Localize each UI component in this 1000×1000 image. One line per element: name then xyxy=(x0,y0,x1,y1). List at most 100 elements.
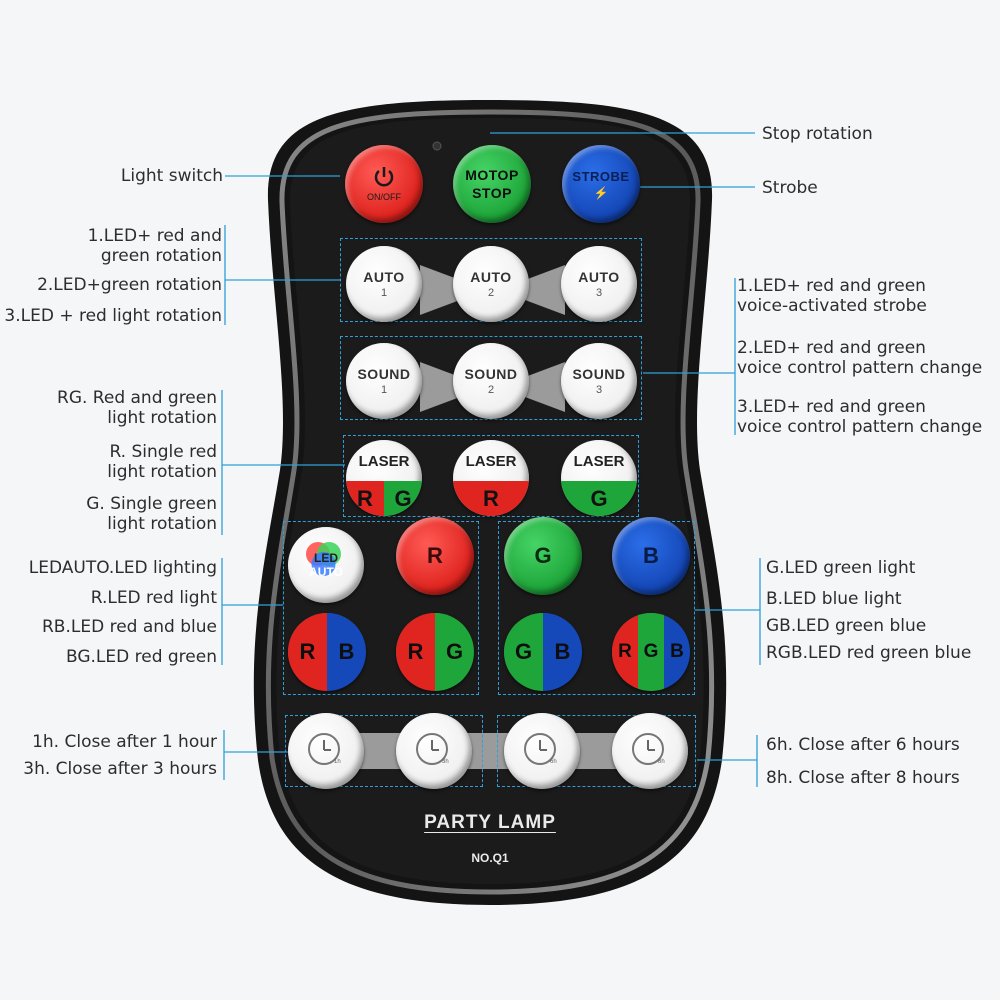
label-sound-3: 3.LED+ red and green voice control patte… xyxy=(737,397,982,437)
brand-text: PARTY LAMP xyxy=(424,812,556,833)
timer-sub-label: 3h xyxy=(442,759,449,765)
lightning-icon: ⚡ xyxy=(593,186,609,200)
sound-label: SOUND xyxy=(572,366,626,382)
split-blue: B xyxy=(543,613,582,691)
auto-number: 1 xyxy=(380,287,388,299)
laser-red-half: R xyxy=(346,481,384,516)
timer-1h-button[interactable]: 1h xyxy=(288,713,364,789)
timer-8h-button[interactable]: 8h xyxy=(612,713,688,789)
sound-number: 1 xyxy=(380,384,388,396)
split-red: R xyxy=(612,613,638,691)
sound-2-button[interactable]: SOUND 2 xyxy=(453,343,529,419)
sound-number: 3 xyxy=(595,384,603,396)
led-rgb-button[interactable]: R G B xyxy=(612,613,690,691)
ir-indicator xyxy=(432,141,442,151)
label-line: 3.LED+ red and green xyxy=(737,397,926,417)
motor-stop-line2: STOP xyxy=(472,185,512,201)
laser-label: LASER xyxy=(465,453,517,470)
split-green: G xyxy=(638,613,664,691)
callout-lines xyxy=(221,132,761,787)
auto-2-button[interactable]: AUTO 2 xyxy=(453,246,529,322)
label-timer-8h: 8h. Close after 8 hours xyxy=(766,768,960,788)
strobe-button[interactable]: STROBE ⚡ xyxy=(562,145,640,223)
label-line: RG. Red and green xyxy=(57,388,217,408)
laser-label: LASER xyxy=(358,453,410,470)
label-strobe: Strobe xyxy=(762,178,818,198)
connector-bar xyxy=(420,362,460,412)
label-led-gb: GB.LED green blue xyxy=(766,616,927,636)
connector-bar xyxy=(525,265,565,315)
timer-sub-label: 6h xyxy=(550,759,557,765)
label-light-switch: Light switch xyxy=(120,166,223,186)
motor-stop-button[interactable]: MOTOP STOP xyxy=(453,145,531,223)
timer-sub-label: 1h xyxy=(334,759,341,765)
led-g-label: G xyxy=(534,543,552,568)
split-blue: B xyxy=(327,613,366,691)
label-timer-6h: 6h. Close after 6 hours xyxy=(766,735,960,755)
label-line: light rotation xyxy=(107,462,217,482)
label-timer-3h: 3h. Close after 3 hours xyxy=(23,759,217,779)
label-auto-3: 3.LED + red light rotation xyxy=(4,306,222,326)
split-blue: B xyxy=(664,613,690,691)
laser-g-button[interactable]: LASER G xyxy=(561,440,637,516)
strobe-button-label: STROBE xyxy=(572,169,630,184)
split-green: G xyxy=(435,613,474,691)
label-led-bg: BG.LED red green xyxy=(65,647,217,667)
remote-bezel xyxy=(265,109,715,895)
auto-1-button[interactable]: AUTO 1 xyxy=(346,246,422,322)
label-led-r: R.LED red light xyxy=(90,588,217,608)
sound-1-button[interactable]: SOUND 1 xyxy=(346,343,422,419)
led-rb-button[interactable]: R B xyxy=(288,613,366,691)
label-sound-2: 2.LED+ red and green voice control patte… xyxy=(737,338,982,378)
power-button[interactable]: ON/OFF xyxy=(345,145,423,223)
led-b-button[interactable]: B xyxy=(612,517,690,595)
split-red: R xyxy=(288,613,327,691)
connector-bar xyxy=(525,362,565,412)
label-line: 1.LED+ red and green xyxy=(737,276,926,296)
clock-icon xyxy=(632,733,664,765)
sound-label: SOUND xyxy=(357,366,411,382)
led-right-group-box xyxy=(498,521,695,695)
led-auto-line2: AUTO xyxy=(309,565,343,579)
led-r-label: R xyxy=(427,543,443,568)
led-r-button[interactable]: R xyxy=(396,517,474,595)
clock-icon xyxy=(524,733,556,765)
label-line: light rotation xyxy=(107,514,217,534)
label-laser-g: G. Single green light rotation xyxy=(20,494,217,534)
laser-label: LASER xyxy=(573,453,625,470)
label-line: light rotation xyxy=(107,408,217,428)
label-line: voice control pattern change xyxy=(737,417,983,437)
label-line: G. Single green xyxy=(86,494,217,514)
laser-green-half: G xyxy=(561,481,637,516)
laser-r-button[interactable]: LASER R xyxy=(453,440,529,516)
label-led-rb: RB.LED red and blue xyxy=(42,617,217,637)
led-gb-button[interactable]: G B xyxy=(504,613,582,691)
label-auto-2: 2.LED+green rotation xyxy=(37,275,222,295)
model-text: NO.Q1 xyxy=(471,851,509,865)
label-auto-1: 1.LED+ red and green rotation xyxy=(10,226,222,266)
rgb-circles-icon xyxy=(306,542,341,576)
split-red: R xyxy=(396,613,435,691)
label-led-b: B.LED blue light xyxy=(766,589,902,609)
label-led-rgb: RGB.LED red green blue xyxy=(766,643,972,663)
auto-number: 2 xyxy=(487,287,495,299)
led-g-button[interactable]: G xyxy=(504,517,582,595)
timer-6h-button[interactable]: 6h xyxy=(504,713,580,789)
led-auto-button[interactable]: LED AUTO xyxy=(288,527,364,603)
rgb-split: R G B xyxy=(612,613,690,691)
laser-split: R G xyxy=(346,481,422,516)
label-sound-1: 1.LED+ red and green voice-activated str… xyxy=(737,276,927,316)
laser-red-half: R xyxy=(453,481,529,516)
laser-rg-button[interactable]: LASER R G xyxy=(346,440,422,516)
label-led-auto: LEDAUTO.LED lighting xyxy=(28,558,217,578)
sound-3-button[interactable]: SOUND 3 xyxy=(561,343,637,419)
led-left-group-box xyxy=(283,521,479,695)
led-rg-button[interactable]: R G xyxy=(396,613,474,691)
timer-3h-button[interactable]: 3h xyxy=(396,713,472,789)
auto-3-button[interactable]: AUTO 3 xyxy=(561,246,637,322)
label-laser-rg: RG. Red and green light rotation xyxy=(20,388,217,428)
laser-green-half: G xyxy=(384,481,422,516)
rg-split: R G xyxy=(396,613,474,691)
auto-label: AUTO xyxy=(363,269,405,285)
